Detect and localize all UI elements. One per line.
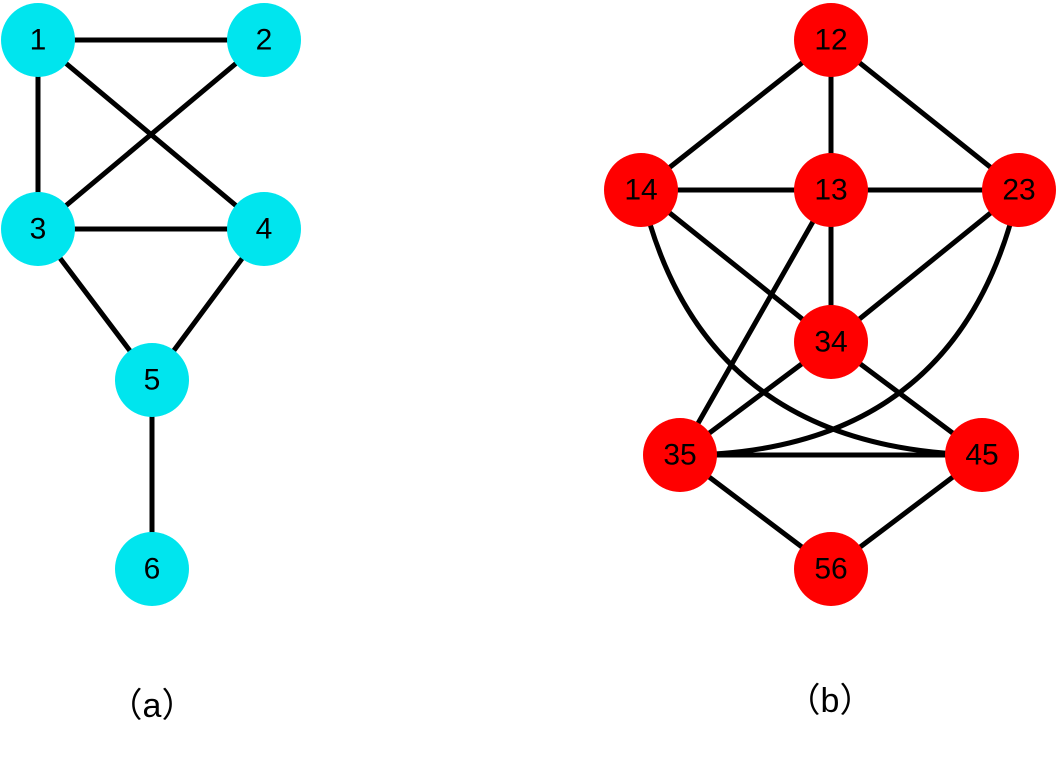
node-circle (643, 418, 717, 492)
node-circle (604, 153, 678, 227)
node-b-56: 56 (794, 532, 868, 606)
edge-b-12-14 (638, 37, 834, 193)
node-label: 4 (256, 213, 273, 246)
edge-b-12-23 (828, 37, 1022, 193)
node-label: 3 (30, 213, 47, 246)
node-circle (115, 532, 189, 606)
graph-a-caption: （a） (109, 687, 196, 725)
node-b-45: 45 (945, 418, 1019, 492)
node-circle (794, 3, 868, 77)
node-circle (794, 153, 868, 227)
edge-b-13-35 (677, 187, 834, 458)
node-label: 56 (814, 553, 847, 586)
node-a-4: 4 (227, 192, 301, 266)
node-circle (227, 192, 301, 266)
node-b-23: 23 (982, 153, 1056, 227)
node-circle (794, 532, 868, 606)
edge-b-14-34 (638, 187, 834, 345)
node-label: 23 (1002, 174, 1035, 207)
node-label: 13 (814, 174, 847, 207)
graph-a: 1 2 3 4 5 6 （a） (1, 3, 301, 725)
node-circle (945, 418, 1019, 492)
node-circle (1, 192, 75, 266)
graph-a-edges (35, 37, 267, 572)
node-b-14: 14 (604, 153, 678, 227)
edge-b-14-45 (638, 187, 985, 458)
graph-a-nodes: 1 2 3 4 5 6 (1, 3, 301, 606)
node-label: 45 (965, 439, 998, 472)
edge-a-2-3 (35, 37, 267, 232)
node-a-6: 6 (115, 532, 189, 606)
graph-b: 12 14 13 23 34 35 45 56 （b） (604, 3, 1056, 720)
node-b-35: 35 (643, 418, 717, 492)
node-a-2: 2 (227, 3, 301, 77)
graph-b-edges (638, 37, 1022, 572)
graph-b-caption: （b） (787, 682, 874, 720)
node-circle (1, 3, 75, 77)
node-a-5: 5 (115, 343, 189, 417)
node-label: 34 (814, 326, 847, 359)
graph-b-nodes: 12 14 13 23 34 35 45 56 (604, 3, 1056, 606)
node-label: 1 (30, 24, 47, 57)
node-circle (227, 3, 301, 77)
edge-b-23-34 (828, 187, 1022, 345)
node-a-3: 3 (1, 192, 75, 266)
node-circle (794, 305, 868, 379)
node-label: 6 (144, 553, 161, 586)
node-label: 5 (144, 364, 161, 397)
edge-b-23-35 (677, 187, 1022, 458)
node-label: 12 (814, 24, 847, 57)
node-a-1: 1 (1, 3, 75, 77)
node-circle (115, 343, 189, 417)
node-circle (982, 153, 1056, 227)
node-b-12: 12 (794, 3, 868, 77)
node-label: 2 (256, 24, 273, 57)
node-label: 35 (663, 439, 696, 472)
node-label: 14 (624, 174, 657, 207)
node-b-13: 13 (794, 153, 868, 227)
node-b-34: 34 (794, 305, 868, 379)
